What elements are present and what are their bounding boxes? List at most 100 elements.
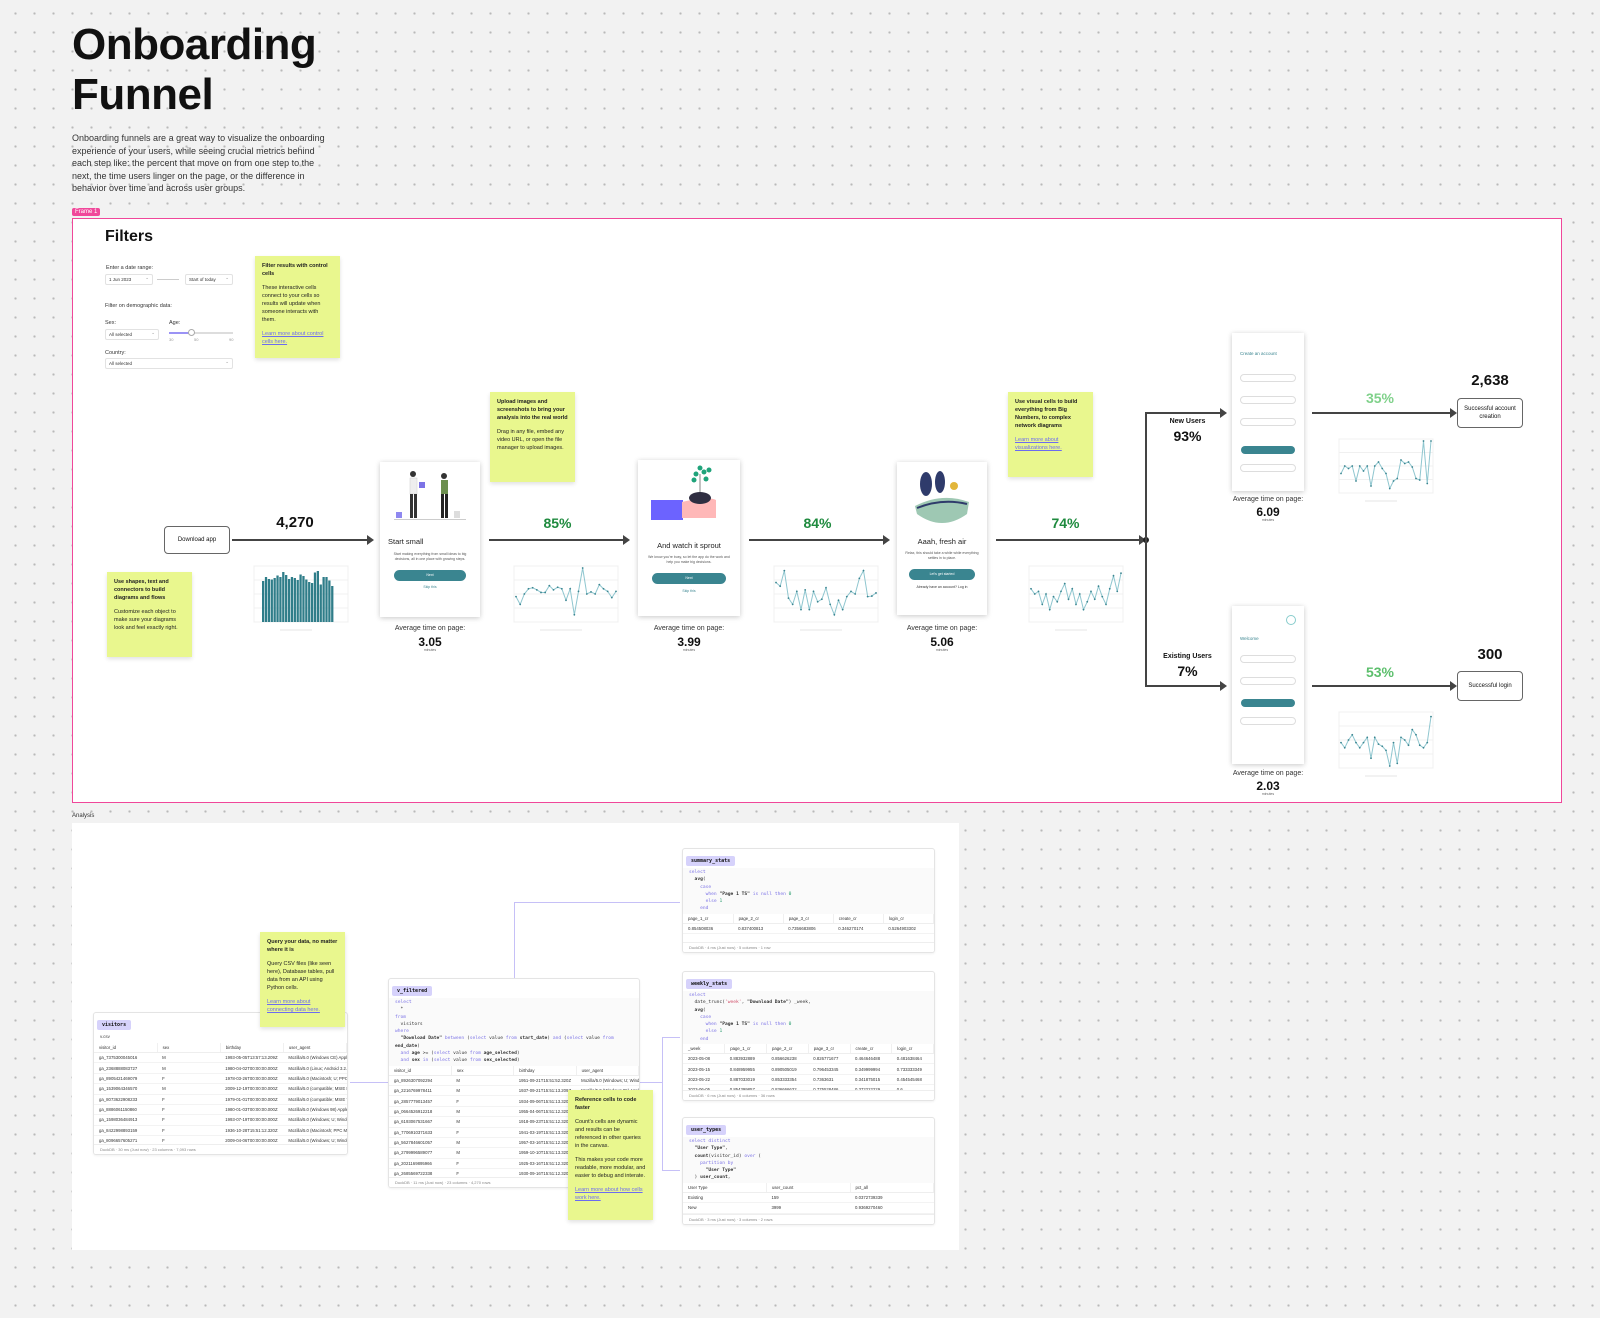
age-slider[interactable]: [169, 329, 233, 336]
column-header[interactable]: birthday: [513, 1065, 577, 1076]
sticky-note-shapes[interactable]: Use shapes, text and connectors to build…: [107, 572, 192, 657]
column-header[interactable]: login_cr: [883, 913, 934, 924]
column-header[interactable]: page_3_cr: [783, 913, 834, 924]
column-header[interactable]: page_3_cr: [808, 1044, 851, 1055]
column-header[interactable]: User Type: [683, 1182, 767, 1193]
cell-name[interactable]: weekly_stats: [686, 979, 733, 989]
weekly-stats-cell[interactable]: weekly_stats select date_trunc('week', "…: [682, 971, 935, 1101]
column-header[interactable]: page_2_cr: [733, 913, 784, 924]
skip-link[interactable]: Skip this: [682, 589, 696, 593]
download-app-node[interactable]: Download app: [164, 526, 230, 554]
screen-create-account[interactable]: Create an account: [1232, 333, 1304, 491]
learn-more-cells-link[interactable]: Learn more about how cells work here.: [575, 1187, 643, 1201]
login-link[interactable]: Already have an account? Log in: [916, 585, 968, 589]
sex-select[interactable]: All selected: [105, 329, 159, 340]
login-button[interactable]: [1241, 699, 1295, 707]
cell-name[interactable]: summary_stats: [686, 856, 736, 866]
country-select[interactable]: All selected: [105, 358, 233, 369]
data-point: [1355, 480, 1357, 482]
plant-hand-illustration-icon: [651, 465, 716, 520]
account-creation-node[interactable]: Successful account creation: [1457, 398, 1523, 428]
cell-name[interactable]: v_filtered: [392, 986, 433, 996]
sign-up-button[interactable]: [1241, 446, 1295, 454]
next-button[interactable]: Next: [652, 573, 726, 584]
email-field[interactable]: [1240, 655, 1296, 663]
successful-login-node[interactable]: Successful login: [1457, 671, 1523, 701]
user-types-cell[interactable]: user_types select distinct "User Type", …: [682, 1117, 935, 1225]
analysis-frame-label[interactable]: Analysis: [72, 813, 95, 819]
column-header[interactable]: _week: [683, 1044, 726, 1055]
v-filtered-cell[interactable]: v_filtered select * from visitors where …: [388, 978, 640, 1188]
screen-login[interactable]: Welcome: [1232, 606, 1304, 764]
sql-editor[interactable]: select distinct "User Type", count(visit…: [683, 1137, 934, 1183]
sticky-note-upload[interactable]: Upload images and screenshots to bring y…: [490, 392, 575, 482]
cell-name[interactable]: visitors: [97, 1020, 132, 1030]
column-header[interactable]: visitor_id: [94, 1043, 158, 1053]
cell-name[interactable]: user_types: [686, 1125, 727, 1135]
column-header[interactable]: user_agent: [576, 1065, 639, 1076]
skip-link[interactable]: Skip this: [423, 585, 437, 589]
email-field[interactable]: [1240, 396, 1296, 404]
summary-stats-cell[interactable]: summary_stats select avg( case when "Pag…: [682, 848, 935, 953]
column-header[interactable]: sex: [451, 1065, 515, 1076]
column-header[interactable]: create_cr: [850, 1044, 893, 1055]
column-header[interactable]: birthday: [220, 1043, 284, 1053]
sticky-note-visual[interactable]: Use visual cells to build everything fro…: [1008, 392, 1093, 477]
next-button[interactable]: Next: [394, 570, 466, 581]
google-sign-in-button[interactable]: [1240, 464, 1296, 472]
frame-label[interactable]: Frame 1: [72, 208, 101, 216]
sql-editor[interactable]: select avg( case when "Page 1 TS" is nul…: [683, 868, 934, 914]
end-date-select[interactable]: Start of today: [185, 274, 233, 285]
column-header[interactable]: visitor_id: [389, 1065, 452, 1076]
password-field[interactable]: [1240, 418, 1296, 426]
column-header[interactable]: login_cr: [891, 1044, 934, 1055]
password-field[interactable]: [1240, 677, 1296, 685]
screen-fresh-air[interactable]: Aaah, fresh air Relax, this should take …: [897, 462, 987, 615]
column-header[interactable]: user_agent: [283, 1043, 347, 1053]
column-header[interactable]: page_1_cr: [683, 913, 734, 924]
start-date-select[interactable]: 1 Jun 2023: [105, 274, 153, 285]
column-header[interactable]: create_cr: [833, 913, 884, 924]
existing-users-line-chart: [1325, 708, 1437, 780]
screen-watch-it-sprout[interactable]: And watch it sprout We know you're busy,…: [638, 460, 740, 616]
google-sign-in-button[interactable]: [1240, 717, 1296, 725]
column-header[interactable]: pct_all: [850, 1182, 934, 1193]
sql-editor[interactable]: select date_trunc('week', "Download Date…: [683, 991, 934, 1045]
column-header[interactable]: user_count: [766, 1182, 851, 1193]
learn-more-control-cells-link[interactable]: Learn more about control cells here.: [262, 331, 324, 345]
column-header[interactable]: page_1_cr: [724, 1044, 767, 1055]
name-field[interactable]: [1240, 374, 1296, 382]
column-header[interactable]: sex: [157, 1043, 221, 1053]
sql-editor[interactable]: select * from visitors where "Download D…: [389, 998, 639, 1066]
screen-start-small[interactable]: Start small Start making everything from…: [380, 462, 480, 617]
column-header[interactable]: page_2_cr: [766, 1044, 809, 1055]
learn-more-connecting-data-link[interactable]: Learn more about connecting data here.: [267, 999, 320, 1013]
data-point: [850, 590, 852, 593]
learn-more-visualizations-link[interactable]: Learn more about visualizations here.: [1015, 437, 1062, 451]
age-slider-thumb[interactable]: [188, 329, 196, 336]
get-started-button[interactable]: Let's get started: [909, 569, 975, 580]
data-point: [808, 608, 811, 611]
